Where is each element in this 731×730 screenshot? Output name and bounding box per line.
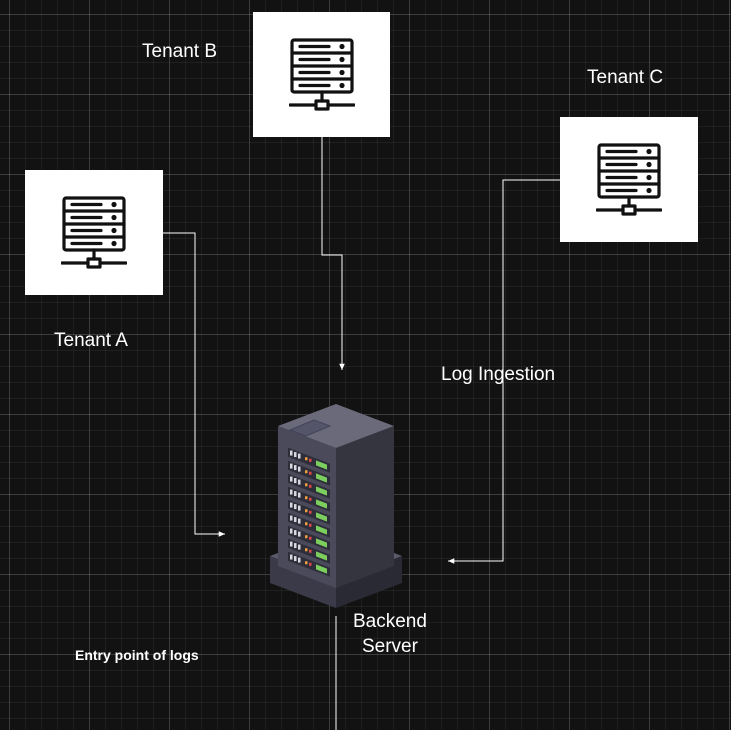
- rack-unit-row: [288, 551, 330, 577]
- drive-slot: [290, 463, 293, 469]
- drive-slot: [294, 517, 297, 523]
- tenant-a-label: Tenant A: [54, 330, 128, 351]
- drive-slot: [298, 492, 301, 498]
- rack-unit-row: [288, 538, 330, 564]
- edge-tenant-c-to-backend: [448, 179, 560, 564]
- drive-slot: [290, 528, 293, 534]
- edge-tenant-b-to-backend: [321, 137, 345, 370]
- drive-slot: [290, 515, 293, 521]
- drive-slot: [294, 452, 297, 458]
- status-led: [309, 523, 312, 527]
- drive-slot: [290, 450, 293, 456]
- activity-bar: [316, 551, 327, 561]
- status-led: [305, 509, 308, 513]
- rack-unit-row: [288, 499, 330, 525]
- server-rack-icon: [61, 195, 127, 269]
- status-led: [309, 510, 312, 514]
- drive-slot: [294, 491, 297, 497]
- drive-slot: [290, 502, 293, 508]
- drive-slot: [294, 556, 297, 562]
- backend-server-label: Backend Server: [353, 609, 427, 659]
- status-led: [309, 484, 312, 488]
- isometric-server-tower-icon[interactable]: [268, 398, 404, 612]
- drive-slot: [290, 489, 293, 495]
- drive-slot: [298, 544, 301, 550]
- edge-tenant-a-to-backend: [163, 232, 225, 537]
- drive-slot: [298, 518, 301, 524]
- drive-slot: [298, 557, 301, 563]
- status-led: [309, 497, 312, 501]
- drive-slot: [298, 505, 301, 511]
- tenant-b-node[interactable]: [253, 12, 390, 137]
- drive-slot: [290, 541, 293, 547]
- status-led: [305, 457, 308, 461]
- drive-slot: [294, 465, 297, 471]
- status-led: [309, 471, 312, 475]
- status-led: [309, 536, 312, 540]
- drive-slot: [298, 466, 301, 472]
- status-led: [305, 548, 308, 552]
- drive-slot: [290, 554, 293, 560]
- drive-slot: [294, 543, 297, 549]
- rack-unit-row: [288, 525, 330, 551]
- tenant-a-node[interactable]: [25, 170, 163, 295]
- status-led: [309, 562, 312, 566]
- tenant-b-label: Tenant B: [142, 41, 217, 62]
- activity-bar: [316, 564, 327, 574]
- tenant-c-label: Tenant C: [587, 67, 664, 88]
- status-led: [305, 496, 308, 500]
- activity-bar: [316, 473, 327, 483]
- backend-label-line1: Backend: [353, 611, 427, 632]
- drive-slot: [298, 453, 301, 459]
- rack-unit-row: [288, 512, 330, 538]
- status-led: [305, 522, 308, 526]
- rack-unit-row: [288, 473, 330, 499]
- rack-unit-row: [288, 486, 330, 512]
- status-led: [305, 561, 308, 565]
- activity-bar: [316, 525, 327, 535]
- status-led: [309, 549, 312, 553]
- drive-slot: [298, 531, 301, 537]
- drive-slot: [290, 476, 293, 482]
- activity-bar: [316, 538, 327, 548]
- status-led: [309, 458, 312, 462]
- status-led: [305, 483, 308, 487]
- server-rack-icon: [288, 37, 355, 111]
- activity-bar: [316, 499, 327, 509]
- status-led: [305, 535, 308, 539]
- drive-slot: [294, 530, 297, 536]
- tenant-c-node[interactable]: [560, 117, 698, 242]
- activity-bar: [316, 486, 327, 496]
- rack-unit-row: [288, 460, 330, 486]
- log-ingestion-label: Log Ingestion: [441, 364, 556, 385]
- rack-unit-row: [288, 447, 330, 473]
- backend-label-line2: Server: [361, 636, 418, 657]
- activity-bar: [316, 512, 327, 522]
- drive-slot: [298, 479, 301, 485]
- drive-slot: [294, 504, 297, 510]
- drive-slot: [294, 478, 297, 484]
- activity-bar: [316, 460, 327, 470]
- entry-point-note: Entry point of logs: [75, 647, 199, 663]
- status-led: [305, 470, 308, 474]
- server-rack-icon: [596, 142, 662, 216]
